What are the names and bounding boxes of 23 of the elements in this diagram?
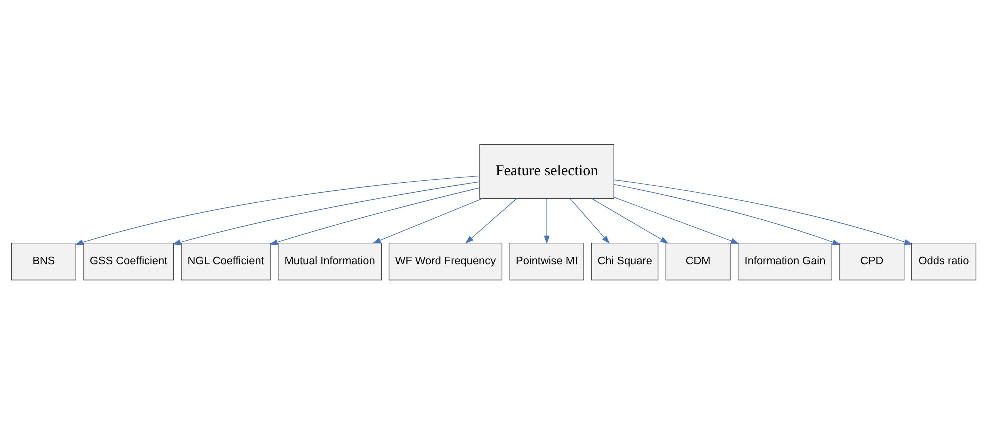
node-box: CPD — [840, 242, 905, 281]
arrow — [270, 188, 480, 246]
node-box: NGL Coefficient — [181, 242, 271, 281]
arrow — [75, 176, 480, 246]
arrow — [614, 197, 740, 244]
arrow — [172, 182, 480, 246]
node-box: Pointwise MI — [510, 242, 584, 281]
node-box: Odds ratio — [912, 242, 977, 281]
node-box: BNS — [11, 242, 76, 281]
arrow — [466, 198, 518, 244]
arrow — [570, 198, 610, 244]
node-box: Chi Square — [592, 242, 659, 281]
node-box: CDM — [666, 242, 731, 281]
node-box: Information Gain — [738, 242, 832, 281]
node-box: WF Word Frequency — [388, 242, 503, 281]
arrow — [544, 198, 550, 244]
arrow — [614, 180, 913, 245]
node-box: Mutual Information — [278, 242, 382, 281]
node-box: Feature selection — [480, 144, 614, 200]
arrow — [614, 184, 841, 246]
arrow — [592, 198, 669, 244]
arrow — [372, 198, 483, 244]
node-box: GSS Coefficient — [84, 242, 174, 281]
